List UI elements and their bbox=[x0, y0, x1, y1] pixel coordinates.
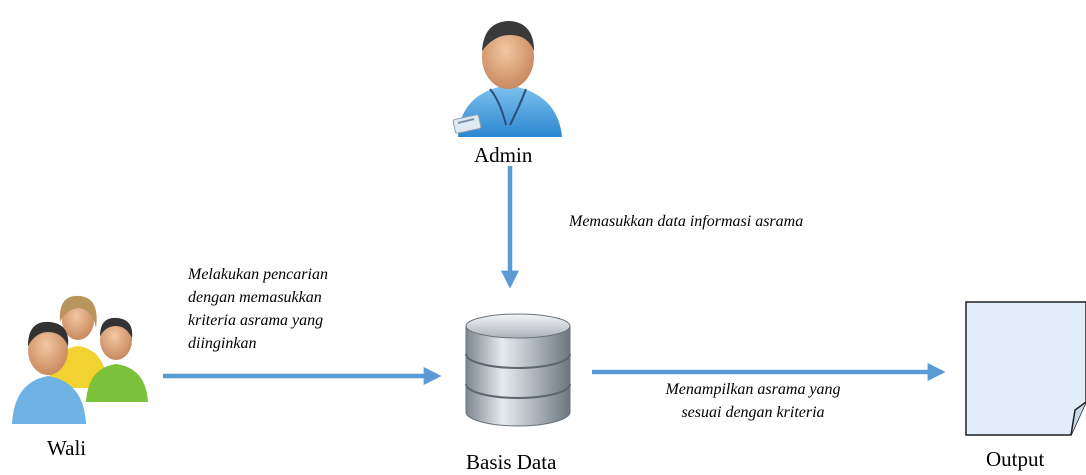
admin-edge-note: Memasukkan data informasi asrama bbox=[569, 213, 804, 230]
admin-label: Admin bbox=[474, 143, 533, 167]
wali-edge-note-line-1: Melakukan pencarian bbox=[188, 266, 328, 283]
user-group-icon bbox=[12, 295, 148, 424]
output-edge-note-line-1: Menampilkan asrama yang bbox=[665, 381, 841, 398]
output-edge-note: Menampilkan asrama yang sesuai dengan kr… bbox=[628, 378, 878, 424]
database-label: Basis Data bbox=[466, 450, 557, 474]
database-node bbox=[458, 312, 578, 430]
database-icon bbox=[465, 313, 571, 427]
admin-node bbox=[440, 5, 580, 145]
output-node bbox=[963, 298, 1086, 440]
wali-edge-note: Melakukan pencarian dengan memasukkan kr… bbox=[188, 263, 398, 355]
wali-edge-note-line-2: dengan memasukkan bbox=[188, 289, 322, 306]
admin-user-icon bbox=[452, 21, 562, 137]
document-icon bbox=[965, 301, 1086, 436]
output-edge-note-line-2: sesuai dengan kriteria bbox=[681, 404, 825, 421]
wali-edge-note-line-3: kriteria asrama yang bbox=[188, 312, 324, 329]
output-label: Output bbox=[986, 447, 1045, 471]
wali-edge-note-line-4: diinginkan bbox=[188, 335, 257, 352]
wali-label: Wali bbox=[47, 436, 87, 460]
wali-node bbox=[8, 288, 158, 430]
